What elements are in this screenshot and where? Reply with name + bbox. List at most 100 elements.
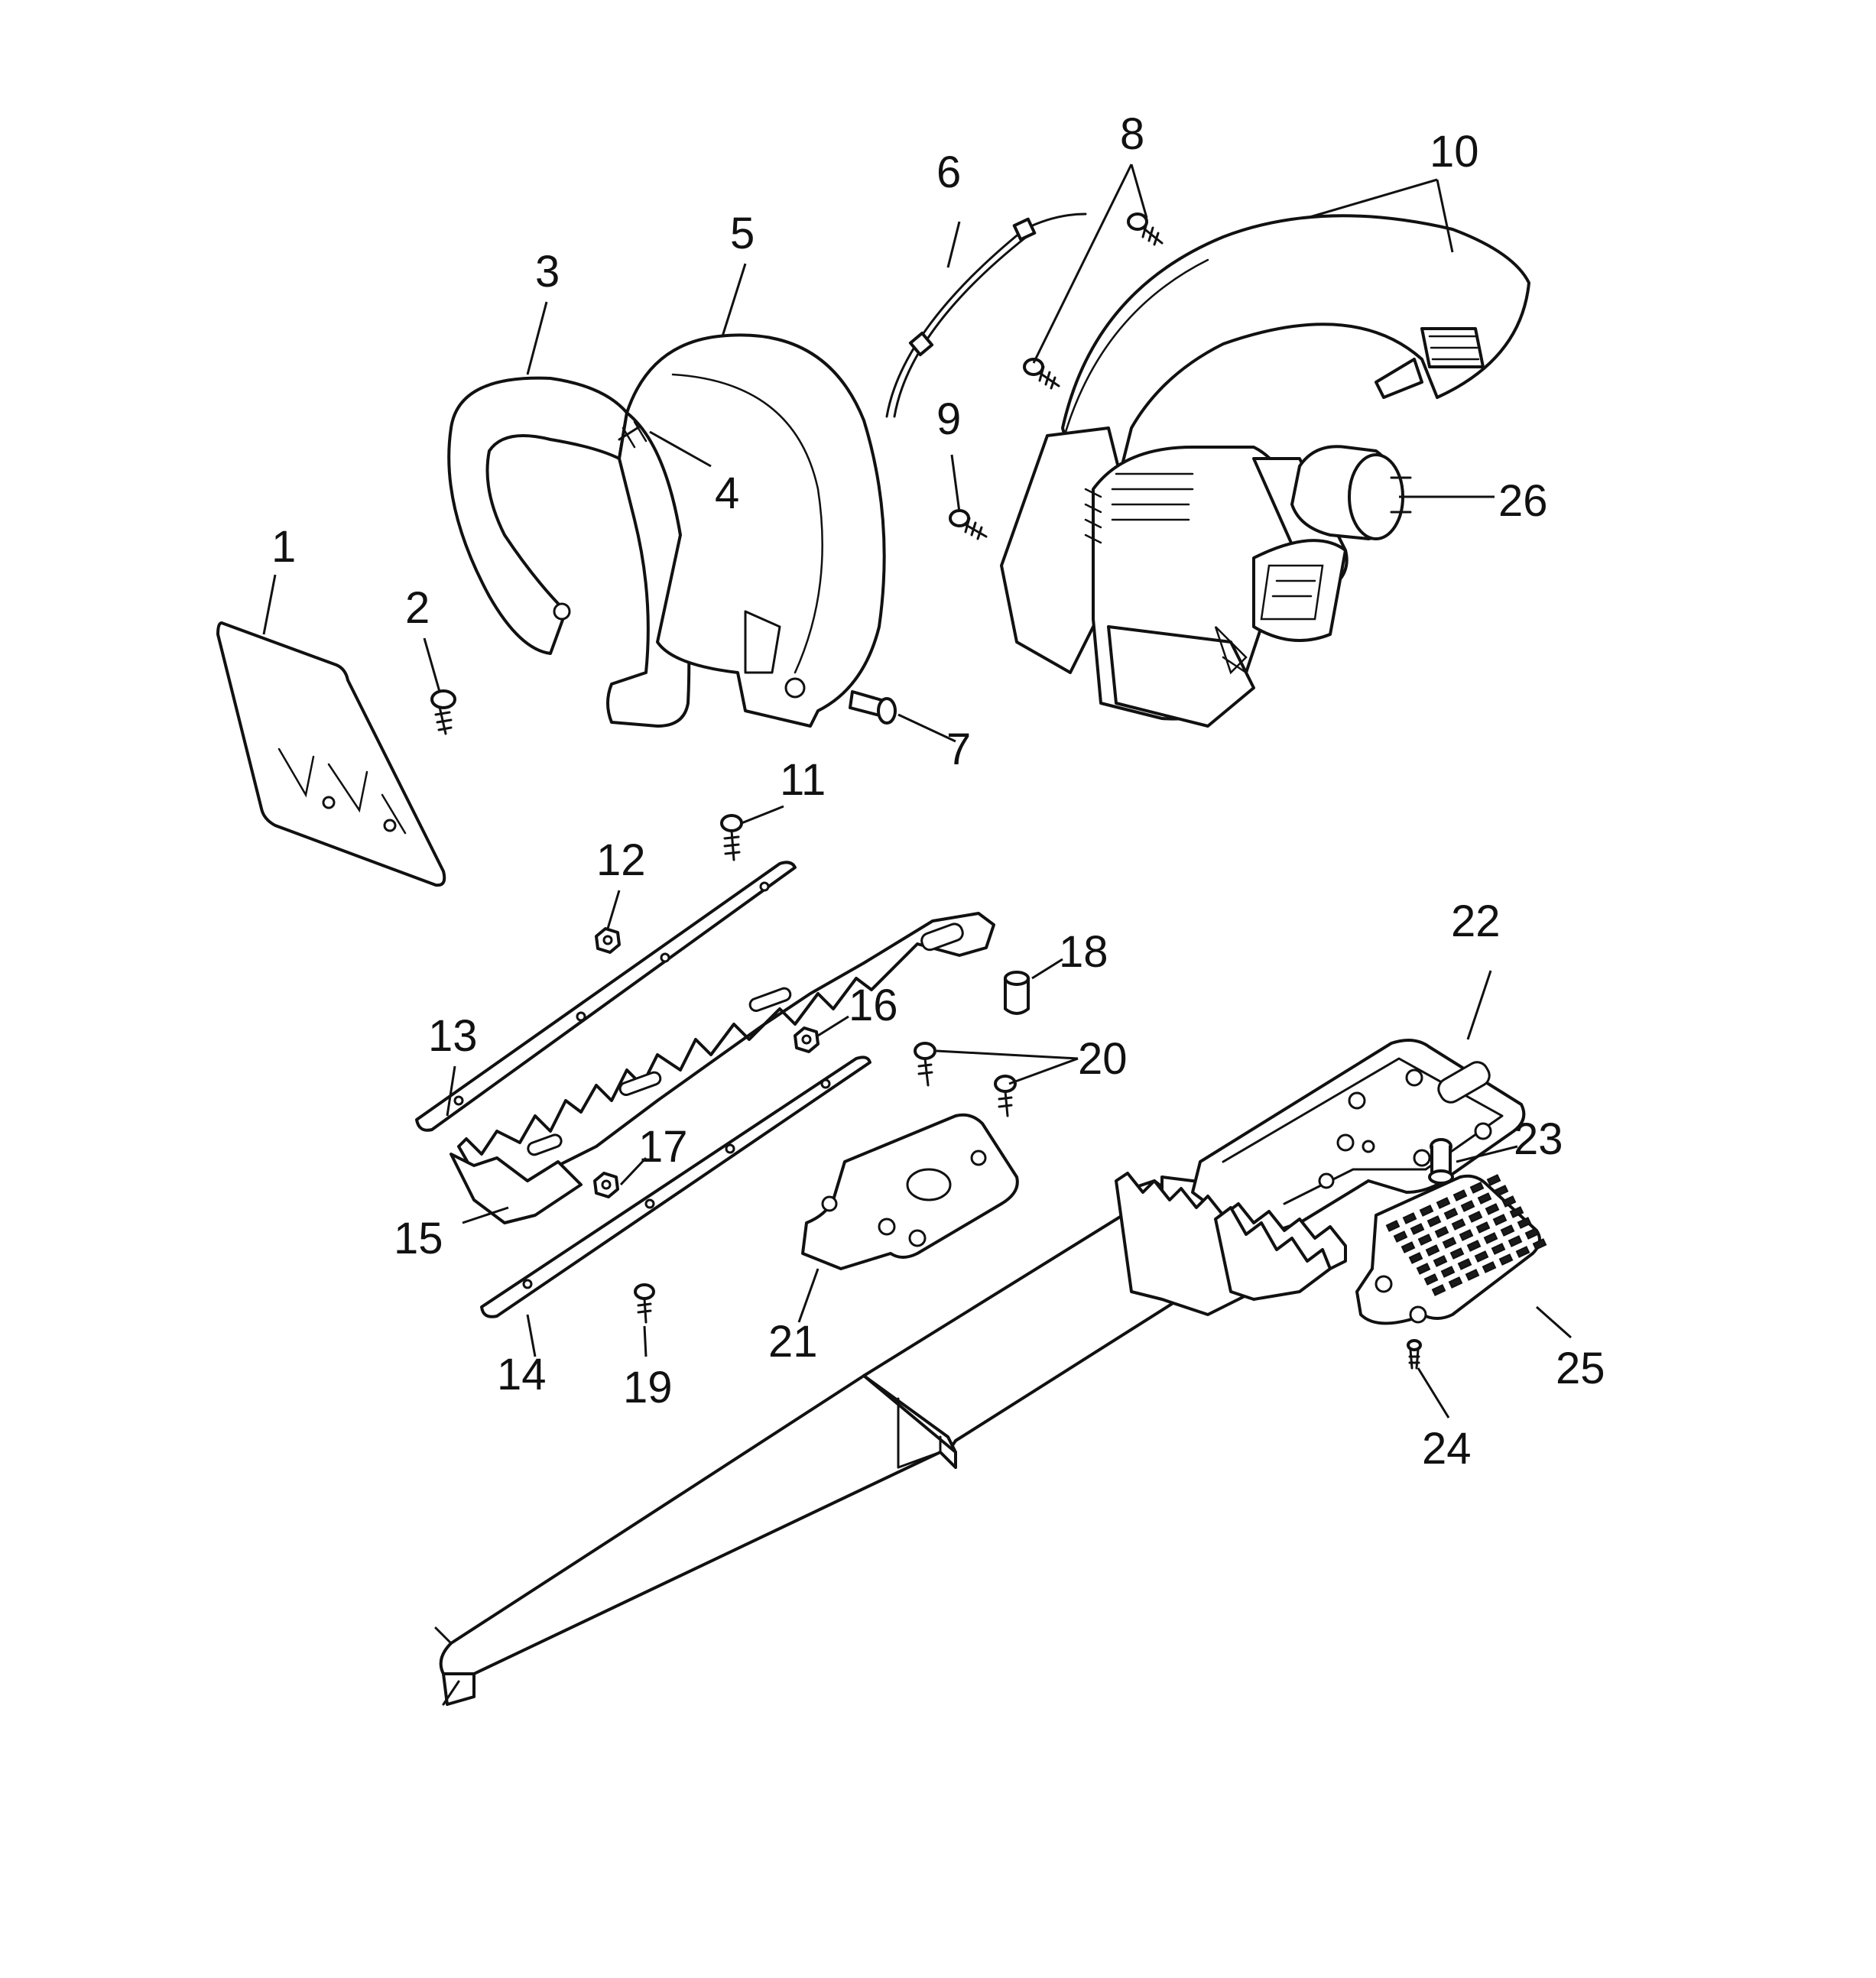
part-25-gear-cover [1355,1174,1547,1325]
vent-slot [1426,1215,1442,1227]
vent-slot [1469,1182,1485,1194]
callout-2: 2 [405,583,430,633]
part-26-plug [1290,445,1412,540]
vent-slot [1475,1221,1491,1234]
vent-slot [1442,1237,1457,1249]
vent-slot [1465,1269,1480,1281]
vent-slot [1477,1192,1492,1205]
part-1-guard-shield [216,621,446,887]
vent-slot [1460,1200,1475,1212]
part-20-screws [914,1042,1017,1117]
vent-slot [1509,1206,1524,1218]
part-9-screw [949,509,988,540]
callout-11: 11 [780,755,826,805]
vent-slot [1452,1189,1468,1201]
callout-25: 25 [1556,1344,1605,1393]
callout-6: 6 [936,148,961,197]
vent-slot [1482,1261,1497,1273]
vent-slot [1402,1212,1417,1224]
vent-slot [1423,1273,1439,1286]
vent-slot [1433,1255,1448,1267]
vent-slot [1474,1250,1489,1263]
part-2-screw [430,689,456,735]
vent-slot [1468,1211,1483,1223]
vent-slot [1483,1232,1498,1244]
callout-3: 3 [535,247,560,297]
vent-slot [1440,1266,1456,1278]
callout-8: 8 [1120,109,1144,159]
vent-grid [1385,1174,1547,1296]
vent-slot [1486,1174,1501,1186]
vent-slot [1498,1253,1514,1266]
callout-labels: 1 2 3 4 5 6 7 8 9 10 11 12 13 14 15 16 1… [271,109,1605,1474]
part-14-strip-lower [480,1055,871,1318]
callout-21: 21 [768,1317,818,1367]
part-23-screw [1428,1138,1454,1185]
part-6-cable [885,212,1087,418]
part-13-strip-upper [415,861,797,1132]
callout-5: 5 [730,209,755,258]
callout-18: 18 [1059,927,1108,977]
callout-23: 23 [1514,1114,1563,1164]
part-22-blade-tube [434,1374,957,1706]
part-10-motor-housing [1000,214,1530,728]
vent-slot [1451,1218,1466,1231]
callout-22: 22 [1451,897,1501,946]
callout-17: 17 [638,1122,688,1172]
part-5-rear-ring [625,333,886,728]
vent-slot [1485,1203,1500,1215]
vent-slot [1417,1234,1433,1246]
callout-12: 12 [596,835,646,885]
callout-26: 26 [1498,476,1548,526]
callout-4: 4 [715,469,739,518]
leader-lines [262,164,1572,1419]
callout-16: 16 [849,981,898,1030]
vent-slot [1466,1240,1482,1252]
callout-9: 9 [936,394,961,444]
part-15-hedge-blade [450,912,995,1224]
callout-7: 7 [946,725,971,774]
vent-slot [1448,1276,1463,1289]
part-21-gear-plate [801,1113,1019,1270]
part-16-nut [794,1026,820,1053]
vent-slot [1419,1205,1434,1217]
vent-slot [1500,1224,1515,1237]
vent-slot [1408,1252,1423,1264]
callout-20: 20 [1078,1034,1128,1084]
vent-slot [1449,1247,1465,1260]
vent-slot [1436,1197,1451,1209]
callout-19: 19 [623,1363,673,1412]
vent-slot [1431,1284,1446,1296]
callout-1: 1 [271,522,296,572]
part-7-bolt [849,690,897,725]
vent-slot [1524,1227,1540,1240]
callout-24: 24 [1422,1424,1472,1474]
vent-slot [1393,1231,1408,1243]
vent-slot [1457,1258,1472,1270]
vent-slot [1459,1229,1474,1241]
part-17-nut [593,1172,619,1198]
vent-slot [1434,1226,1449,1238]
part-8-screws [1023,212,1164,390]
vent-slot [1494,1185,1509,1197]
vent-slot [1416,1263,1431,1275]
callout-10: 10 [1430,127,1479,177]
callout-15: 15 [394,1214,443,1263]
vent-slot [1385,1220,1401,1232]
vent-slot [1491,1243,1506,1255]
vent-slot [1501,1195,1517,1208]
part-11-screw [720,814,743,861]
vent-slot [1443,1208,1459,1220]
part-19-screw [634,1283,655,1324]
part-12-nut [595,927,621,954]
vent-slot [1401,1241,1416,1253]
vent-slot [1517,1217,1532,1229]
part-18-pin [1004,971,1030,1015]
callout-14: 14 [497,1350,547,1399]
part-24-screw [1407,1339,1422,1370]
vent-slot [1508,1235,1523,1247]
vent-slot [1492,1214,1508,1226]
vent-slot [1410,1223,1425,1235]
callout-13: 13 [428,1011,478,1061]
vent-slot [1532,1238,1547,1250]
